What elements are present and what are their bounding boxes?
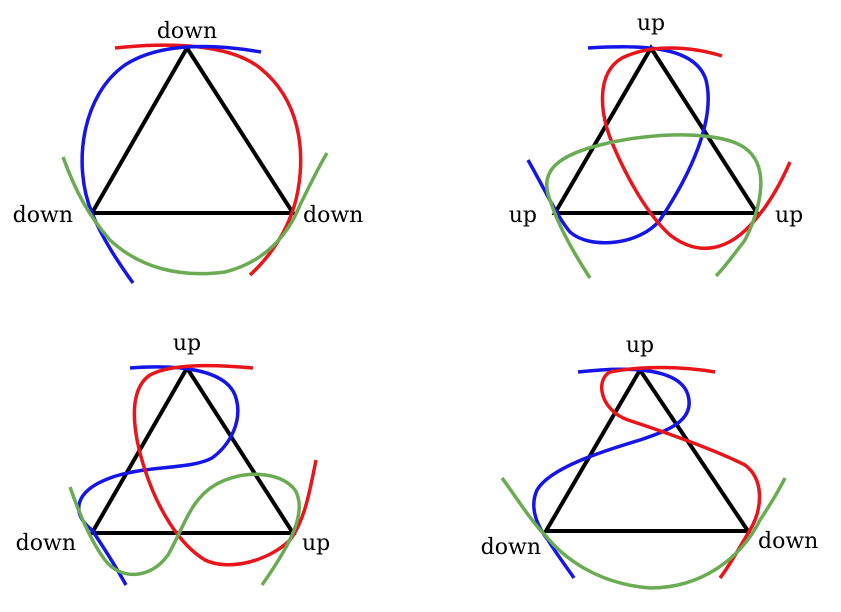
panel-3: up down up <box>16 331 330 587</box>
panel-2-left-label: up <box>509 203 537 228</box>
panel-3-blue-curve <box>77 365 240 586</box>
panel-4-top-label: up <box>626 333 654 358</box>
panel-4: up down down <box>481 333 818 590</box>
panel-3-left-label: down <box>16 531 76 556</box>
panel-4-right-label: down <box>758 529 818 554</box>
panel-1-right-label: down <box>303 203 363 228</box>
panel-2-right-label: up <box>775 203 803 228</box>
panel-1-left-label: down <box>13 203 73 228</box>
panel-2-triangle <box>551 44 761 215</box>
panel-1: down down down <box>13 19 363 285</box>
panel-4-green-curve <box>500 476 787 590</box>
panel-2: up up up <box>509 11 803 279</box>
panel-3-green-curve <box>68 472 301 587</box>
panel-1-triangle <box>88 44 297 215</box>
panel-4-triangle <box>542 366 752 533</box>
panel-3-top-label: up <box>173 331 201 356</box>
panel-2-green-curve <box>544 133 763 279</box>
panel-1-green-curve <box>61 152 329 276</box>
panel-2-top-label: up <box>637 11 665 36</box>
panel-2-blue-curve <box>526 45 710 245</box>
panel-3-right-label: up <box>302 531 330 556</box>
panel-4-left-label: down <box>481 535 541 560</box>
panel-1-top-label: down <box>157 19 217 44</box>
panel-4-red-curve <box>600 365 762 580</box>
panel-1-blue-curve <box>80 44 262 285</box>
